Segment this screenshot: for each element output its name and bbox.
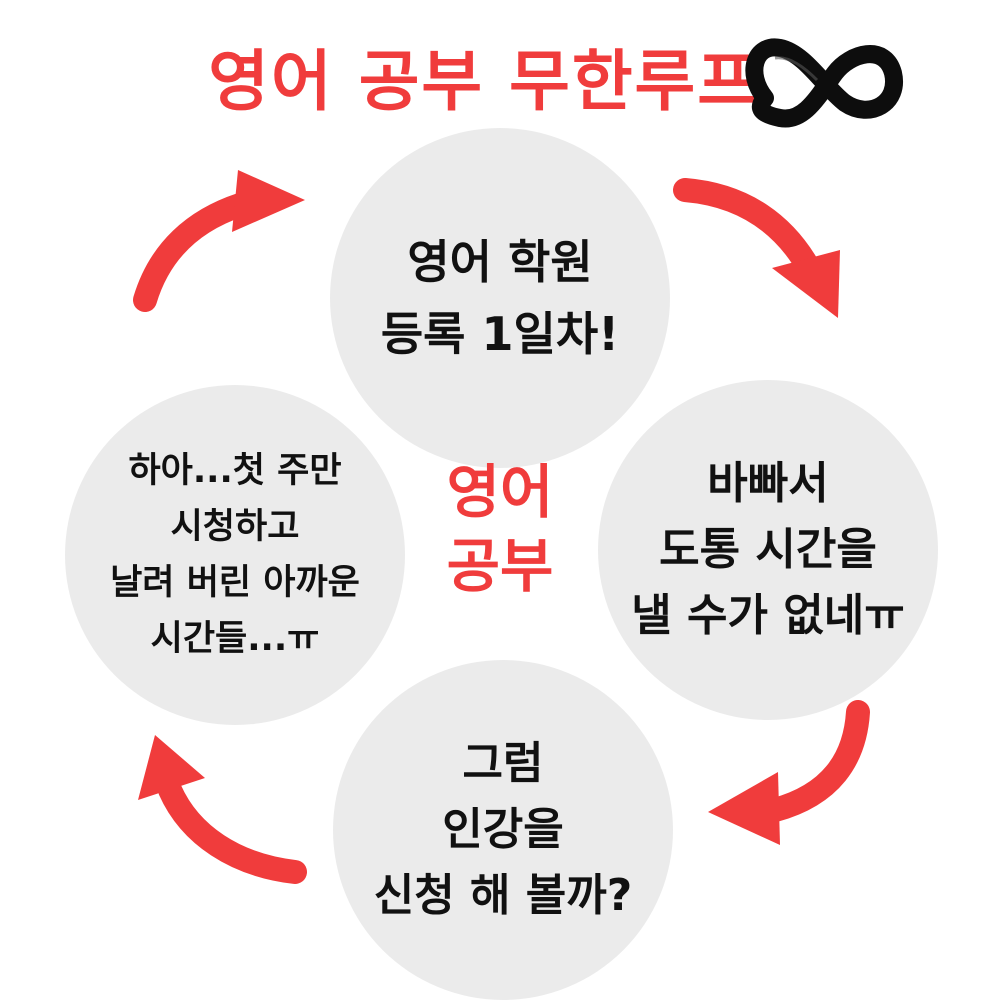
step-text-line: 도통 시간을	[659, 524, 877, 575]
curved-arrow-icon	[133, 170, 305, 312]
curved-arrow-icon	[138, 735, 307, 884]
page-title: 영어 공부 무한루프	[208, 43, 760, 120]
step-circle-busy: 바빠서 도통 시간을 낼 수가 없네ㅠ	[598, 380, 938, 720]
step-text-line: 하아...첫 주만	[128, 451, 342, 491]
step-text-line: 낼 수가 없네ㅠ	[631, 590, 905, 641]
step-circle-online-course: 그럼 인강을 신청 해 볼까?	[333, 660, 673, 1000]
center-label: 영어 공부	[410, 455, 590, 603]
step-text-line: 신청 해 볼까?	[373, 870, 633, 921]
infinity-icon	[745, 38, 903, 128]
center-label-line: 공부	[446, 532, 554, 600]
step-text-line: 등록 1일차!	[380, 307, 620, 361]
curved-arrow-icon	[673, 178, 840, 318]
step-text-line: 날려 버린 아까운	[110, 563, 360, 603]
step-text-line: 영어 학원	[407, 235, 593, 289]
step-text-line: 시간들...ㅠ	[150, 619, 320, 659]
step-circle-wasted-time: 하아...첫 주만 시청하고 날려 버린 아까운 시간들...ㅠ	[65, 385, 405, 725]
step-text-line: 인강을	[442, 804, 564, 855]
step-text-line: 시청하고	[170, 507, 300, 547]
curved-arrow-icon	[708, 700, 870, 845]
center-label-line: 영어	[446, 458, 554, 526]
step-text-line: 그럼	[462, 738, 544, 789]
step-text-line: 바빠서	[707, 458, 829, 509]
step-circle-register: 영어 학원 등록 1일차!	[330, 128, 670, 468]
